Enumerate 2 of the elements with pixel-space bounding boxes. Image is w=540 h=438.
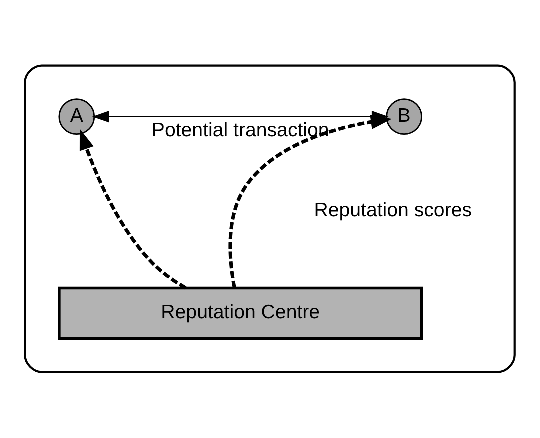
label: Reputation scores — [314, 199, 472, 222]
edge-label: Potential transaction — [152, 120, 330, 142]
